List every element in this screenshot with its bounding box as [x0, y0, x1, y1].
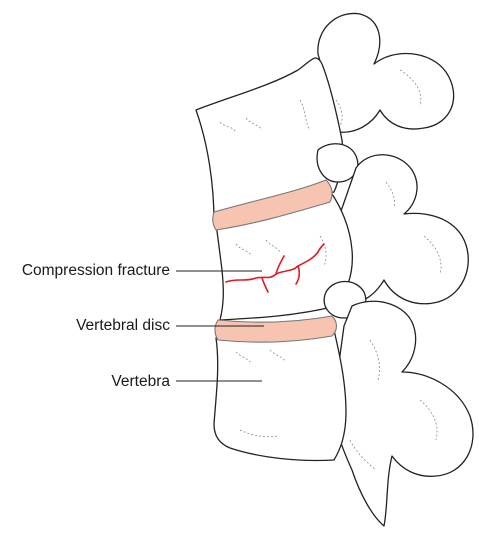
vertebra-label: Vertebra	[111, 373, 170, 391]
lower-spinous-process	[332, 301, 473, 526]
compression-fracture-label: Compression fracture	[22, 262, 170, 280]
upper-facet	[317, 144, 358, 182]
lower-vertebral-body	[214, 330, 346, 461]
upper-spinous-process	[318, 13, 454, 132]
middle-transverse-process	[332, 155, 468, 304]
vertebral-disc-label: Vertebral disc	[76, 317, 170, 335]
